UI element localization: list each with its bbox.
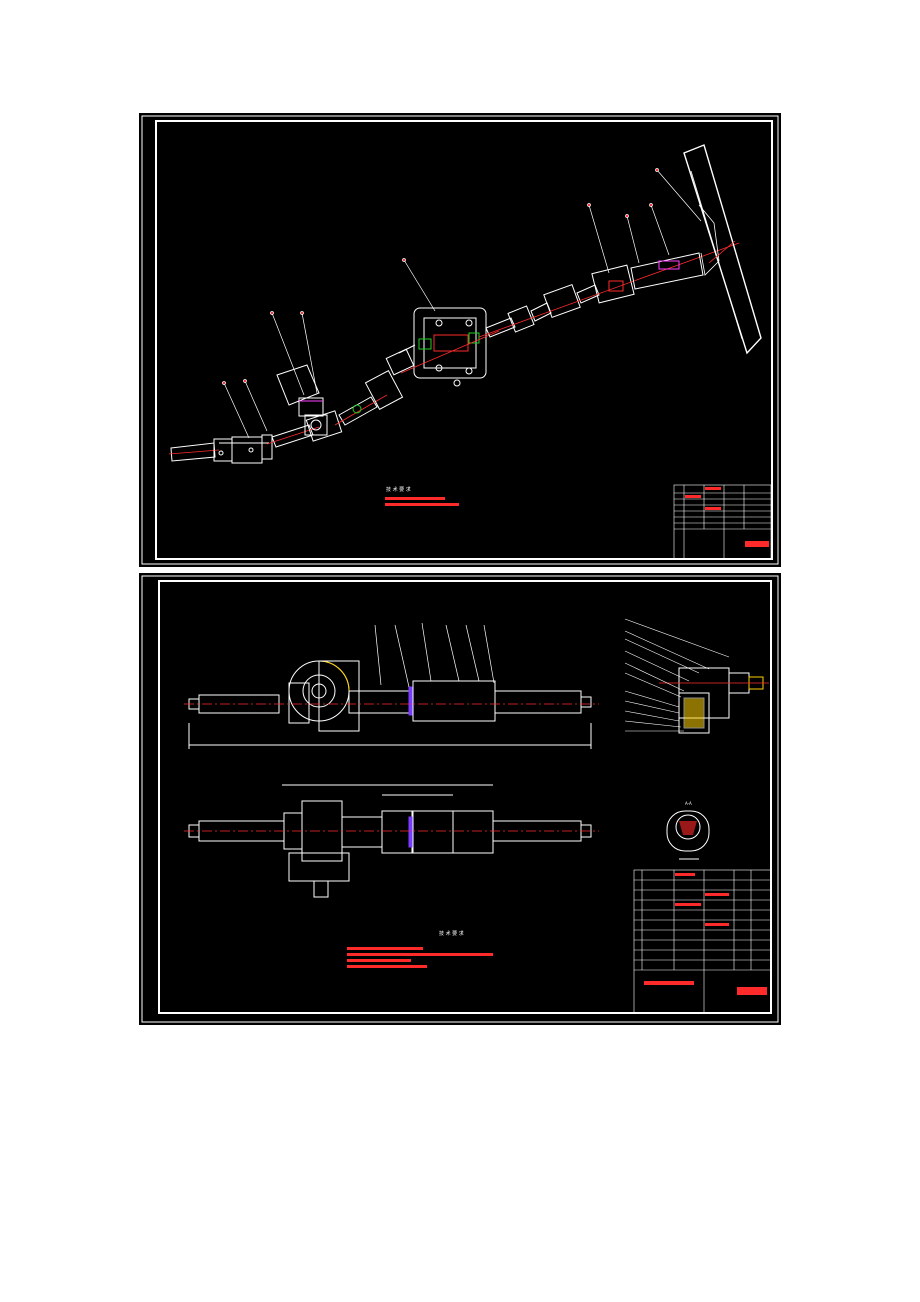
drawing-sheet-2: A-A 技 术 要 求 (139, 573, 781, 1025)
upper-shaft (478, 242, 740, 338)
parts-list-table-2 (633, 869, 772, 1014)
universal-joint-1 (213, 434, 273, 464)
gearbox-housing (385, 307, 500, 387)
svg-text:技 术 要 求: 技 术 要 求 (386, 486, 411, 493)
drawing-sheet-1: 技 术 要 求 (139, 113, 781, 567)
mounting-bracket (276, 364, 328, 436)
rack-plan-view (184, 784, 599, 898)
side-callout-leaders (624, 618, 730, 732)
intermediate-shaft-2 (334, 369, 404, 426)
sheet-2-drawing: A-A 技 术 要 求 (141, 575, 779, 1023)
callout-leaders (222, 168, 702, 439)
technical-notes-2: 技 术 要 求 (347, 930, 493, 968)
gear-section-view (659, 667, 769, 734)
input-shaft (168, 442, 220, 462)
steering-wheel (683, 144, 762, 355)
sheet-1-drawing: 技 术 要 求 (141, 115, 779, 565)
rack-front-view (184, 660, 599, 749)
parts-list-table (673, 484, 772, 560)
technical-notes: 技 术 要 求 (385, 486, 459, 506)
section-a-a: A-A (666, 801, 710, 860)
top-callout-leaders (374, 622, 495, 688)
svg-text:A-A: A-A (685, 801, 692, 806)
svg-text:技 术 要 求: 技 术 要 求 (439, 930, 464, 937)
